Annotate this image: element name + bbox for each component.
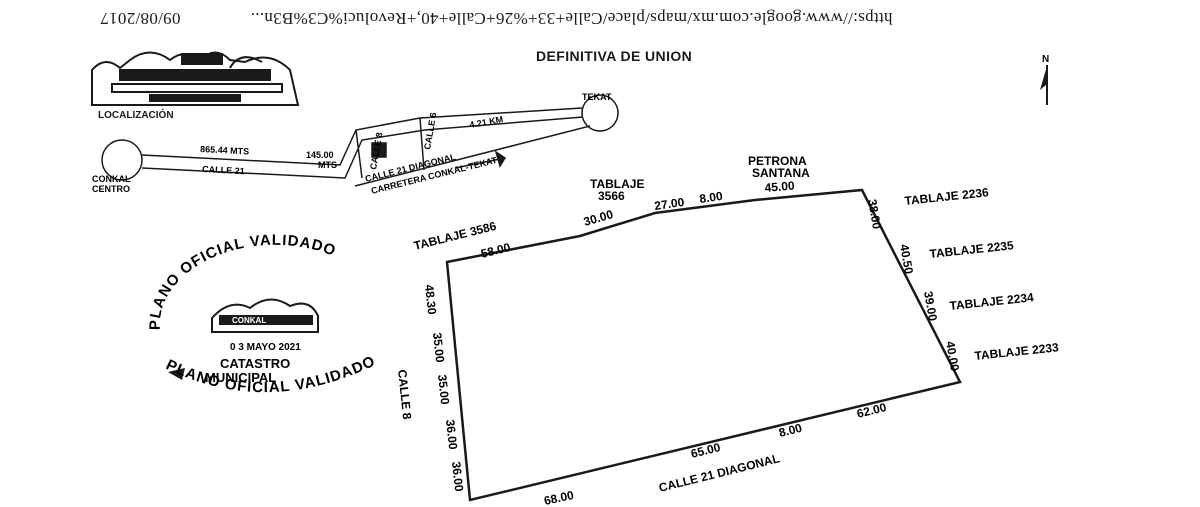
page-title: DEFINITIVA DE UNION bbox=[536, 48, 693, 64]
svg-text:62.00: 62.00 bbox=[855, 400, 888, 421]
svg-text:TEKAT: TEKAT bbox=[582, 92, 612, 102]
svg-text:CALLE 8: CALLE 8 bbox=[395, 369, 414, 421]
svg-text:CALLE 21: CALLE 21 bbox=[202, 164, 245, 176]
svg-text:TABLAJE 2236: TABLAJE 2236 bbox=[904, 185, 990, 208]
svg-text:8.00: 8.00 bbox=[777, 421, 803, 440]
stamp-logo: CONKAL bbox=[211, 298, 319, 333]
svg-text:65.00: 65.00 bbox=[689, 440, 722, 461]
svg-text:PETRONA: PETRONA bbox=[748, 154, 807, 168]
official-stamp: PLANO OFICIAL VALIDADO CONKAL 0 3 MAYO 2… bbox=[147, 232, 378, 396]
svg-text:TABLAJE 2233: TABLAJE 2233 bbox=[974, 340, 1060, 363]
svg-text:68.00: 68.00 bbox=[543, 488, 576, 507]
svg-text:36.00: 36.00 bbox=[443, 419, 460, 451]
svg-text:40.00: 40.00 bbox=[943, 340, 962, 372]
svg-text:TABLAJE: TABLAJE bbox=[590, 177, 644, 191]
svg-text:8.00: 8.00 bbox=[698, 189, 723, 206]
svg-text:39.00: 39.00 bbox=[921, 290, 940, 322]
svg-text:48.30: 48.30 bbox=[422, 284, 439, 316]
svg-text:TABLAJE 2235: TABLAJE 2235 bbox=[929, 238, 1015, 261]
svg-text:145.00: 145.00 bbox=[306, 150, 334, 160]
svg-text:35.00: 35.00 bbox=[435, 374, 452, 406]
location-map bbox=[101, 94, 619, 187]
svg-text:35.00: 35.00 bbox=[430, 332, 447, 364]
svg-text:865.44 MTS: 865.44 MTS bbox=[200, 144, 249, 157]
svg-text:TABLAJE 2234: TABLAJE 2234 bbox=[949, 290, 1035, 313]
svg-text:MUNICIPAL: MUNICIPAL bbox=[205, 370, 276, 385]
location-labels: CONKAL CENTRO 865.44 MTS CALLE 21 145.00… bbox=[92, 92, 612, 196]
svg-text:40.50: 40.50 bbox=[897, 243, 916, 275]
south-side-labels: 68.00 65.00 8.00 62.00 CALLE 21 DIAGONAL bbox=[543, 400, 888, 507]
svg-text:38.00: 38.00 bbox=[865, 198, 884, 230]
svg-text:MTS: MTS bbox=[318, 160, 337, 170]
north-arrow: N bbox=[1040, 54, 1049, 105]
svg-text:CATASTRO: CATASTRO bbox=[220, 356, 290, 371]
conkal-logo bbox=[91, 51, 300, 106]
east-neighbor-labels: 38.00 TABLAJE 2236 40.50 TABLAJE 2235 39… bbox=[865, 185, 1060, 372]
west-side-labels: 48.30 35.00 35.00 36.00 36.00 CALLE 8 bbox=[395, 284, 466, 493]
svg-text:N: N bbox=[1042, 54, 1049, 65]
svg-text:58.00: 58.00 bbox=[479, 240, 512, 261]
svg-text:SANTANA: SANTANA bbox=[752, 166, 810, 180]
svg-text:CONKAL: CONKAL bbox=[232, 316, 266, 325]
svg-text:4.21 KM: 4.21 KM bbox=[469, 114, 504, 130]
svg-text:0 3 MAYO 2021: 0 3 MAYO 2021 bbox=[230, 342, 301, 353]
svg-text:45.00: 45.00 bbox=[764, 178, 795, 195]
svg-text:3566: 3566 bbox=[598, 189, 625, 203]
svg-text:CALLE 21 DIAGONAL: CALLE 21 DIAGONAL bbox=[657, 451, 781, 495]
svg-text:CENTRO: CENTRO bbox=[92, 184, 130, 194]
svg-text:27.00: 27.00 bbox=[653, 195, 685, 213]
logo-caption: LOCALIZACIÓN bbox=[98, 110, 174, 121]
plot-boundary bbox=[445, 188, 962, 502]
svg-text:CONKAL: CONKAL bbox=[92, 174, 131, 184]
svg-text:36.00: 36.00 bbox=[449, 461, 466, 493]
